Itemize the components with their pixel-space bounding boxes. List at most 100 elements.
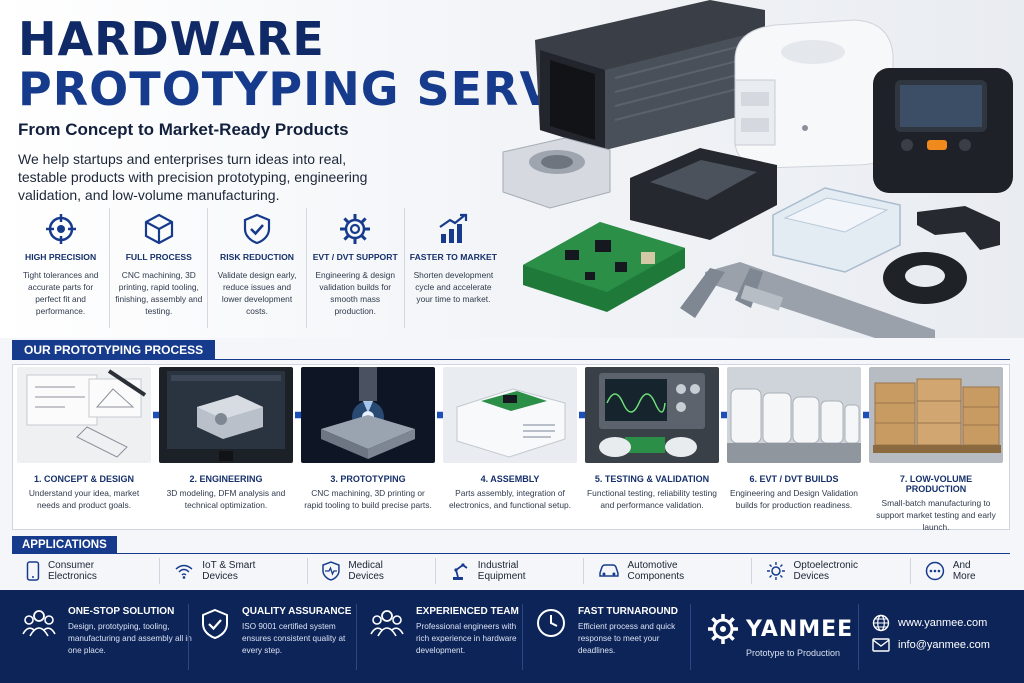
car-icon — [598, 564, 619, 577]
handheld-device-image — [873, 68, 1013, 193]
gear-logo-icon — [708, 614, 738, 644]
feature-high-precision: HIGH PRECISION Tight tolerances and accu… — [12, 208, 111, 328]
white-device-image — [734, 19, 894, 169]
gear-icon — [340, 214, 371, 244]
application-label: Automotive Components — [627, 560, 685, 582]
feature-evt-dvt: EVT / DVT SUPPORT Engineering & design v… — [307, 208, 405, 328]
step-title: 7. LOW-VOLUME PRODUCTION — [899, 474, 973, 494]
feature-full-process: FULL PROCESS CNC machining, 3D printing,… — [110, 208, 209, 328]
step-desc: Parts assembly, integration of electroni… — [449, 488, 571, 510]
footer-item-desc: ISO 9001 certified system ensures consis… — [242, 622, 346, 655]
more-icon — [925, 561, 945, 581]
team-icon — [370, 610, 404, 637]
step-desc: Functional testing, reliability testing … — [587, 488, 717, 510]
application-industrial: Industrial Equipment — [436, 558, 584, 584]
process-heading: OUR PROTOTYPING PROCESS — [12, 340, 216, 360]
application-label: And More — [952, 560, 976, 582]
footer-divider — [188, 604, 189, 670]
brand-name: YANMEE — [746, 616, 854, 642]
page-title-line2: PROTOTYPING SERVICE — [18, 62, 642, 116]
step-title: 3. PROTOTYPING — [330, 474, 406, 484]
cnc-machining-image — [301, 367, 435, 463]
footer-item-title: QUALITY ASSURANCE — [242, 606, 352, 617]
process-steps: 1. CONCEPT & DESIGN Understand your idea… — [12, 364, 1010, 533]
cube-icon — [144, 213, 173, 245]
step-desc: Small-batch manufacturing to support mar… — [876, 498, 996, 532]
feature-desc: Engineering & design validation builds f… — [315, 270, 396, 316]
feature-list: HIGH PRECISION Tight tolerances and accu… — [12, 208, 502, 328]
website-link[interactable]: www.yanmee.com — [872, 614, 987, 632]
process-step-low-volume: 7. LOW-VOLUME PRODUCTION Small-batch man… — [869, 367, 1003, 533]
step-desc: Understand your idea, market needs and p… — [28, 488, 140, 510]
footer-item-title: FAST TURNAROUND — [578, 606, 678, 617]
feature-desc: CNC machining, 3D printing, rapid toolin… — [115, 270, 203, 316]
process-step-evt-dvt: 6. EVT / DVT BUILDS Engineering and Desi… — [727, 367, 861, 511]
robot-arm-icon — [452, 563, 468, 580]
footer-experienced-team: EXPERIENCED TEAM Professional engineers … — [370, 606, 530, 657]
feature-desc: Validate design early, reduce issues and… — [217, 270, 297, 316]
footer: ONE-STOP SOLUTION Design, prototyping, t… — [0, 590, 1024, 683]
application-label: Medical Devices — [348, 560, 384, 582]
wifi-icon — [175, 564, 193, 579]
concept-sketch-image — [17, 367, 151, 463]
footer-one-stop: ONE-STOP SOLUTION Design, prototyping, t… — [22, 606, 192, 657]
carton-pallets-image — [869, 367, 1003, 463]
application-consumer-electronics: Consumer Electronics — [12, 558, 161, 584]
step-title: 2. ENGINEERING — [189, 474, 263, 484]
intro-text: We help startups and enterprises turn id… — [18, 151, 368, 203]
page-subtitle: From Concept to Market-Ready Products — [18, 120, 349, 139]
machined-block-image — [502, 137, 611, 209]
footer-quality: QUALITY ASSURANCE ISO 9001 certified sys… — [200, 606, 360, 657]
application-optoelectronic: Optoelectronic Devices — [752, 558, 911, 584]
sun-icon — [766, 562, 785, 580]
evt-dvt-units-image — [727, 367, 861, 463]
process-step-engineering: 2. ENGINEERING 3D modeling, DFM analysis… — [159, 367, 293, 511]
email-link[interactable]: info@yanmee.com — [872, 638, 990, 652]
footer-item-desc: Design, prototyping, tooling, manufactur… — [68, 622, 192, 655]
feature-title: HIGH PRECISION — [25, 252, 97, 262]
applications-list: Consumer Electronics IoT & Smart Devices… — [12, 556, 1010, 586]
mail-icon — [872, 638, 890, 652]
assembly-device-image — [443, 367, 577, 463]
footer-divider — [522, 604, 523, 670]
footer-item-title: ONE-STOP SOLUTION — [68, 606, 175, 617]
footer-item-desc: Professional engineers with rich experie… — [416, 622, 517, 655]
footer-divider — [356, 604, 357, 670]
process-step-assembly: 4. ASSEMBLY Parts assembly, integration … — [443, 367, 577, 511]
brand-tagline: Prototype to Production — [746, 648, 841, 658]
process-step-prototyping: 3. PROTOTYPING CNC machining, 3D printin… — [301, 367, 435, 511]
feature-title: RISK REDUCTION — [220, 252, 295, 262]
feature-title: FULL PROCESS — [125, 252, 192, 262]
feature-title: EVT / DVT SUPPORT — [312, 252, 398, 262]
website-text[interactable]: www.yanmee.com — [898, 617, 988, 629]
clock-icon — [537, 609, 565, 637]
footer-fast-turnaround: FAST TURNAROUND Efficient process and qu… — [536, 606, 694, 657]
email-text[interactable]: info@yanmee.com — [898, 639, 990, 651]
feature-desc: Shorten development cycle and accelerate… — [413, 270, 494, 304]
step-desc: CNC machining, 3D printing or rapid tool… — [304, 488, 432, 510]
applications-divider — [12, 553, 1010, 554]
clear-enclosure-image — [772, 187, 901, 273]
caliper-image — [680, 262, 935, 338]
application-label: IoT & Smart Devices — [202, 560, 256, 582]
step-title: 4. ASSEMBLY — [480, 474, 540, 484]
growth-chart-icon — [439, 213, 468, 243]
application-label: Consumer Electronics — [47, 560, 97, 582]
product-collage — [502, 0, 1013, 338]
pcb-board-image — [523, 222, 685, 312]
globe-icon — [872, 614, 890, 632]
feature-desc: Tight tolerances and accurate parts for … — [22, 270, 99, 316]
application-label: Industrial Equipment — [477, 560, 526, 582]
process-divider — [12, 359, 1010, 360]
feature-title: FASTER TO MARKET — [409, 252, 498, 262]
application-iot: IoT & Smart Devices — [160, 558, 309, 584]
application-medical: Medical Devices — [308, 558, 436, 584]
black-bracket-image — [883, 206, 1000, 304]
shield-check-icon — [243, 213, 271, 245]
crosshair-icon — [45, 214, 76, 244]
page-title-line1: HARDWARE — [18, 12, 325, 66]
process-step-testing: 5. TESTING & VALIDATION Functional testi… — [585, 367, 719, 511]
step-title: 1. CONCEPT & DESIGN — [33, 474, 134, 484]
feature-faster-to-market: FASTER TO MARKET Shorten development cyc… — [405, 208, 502, 328]
hero-section: HARDWARE PROTOTYPING SERVICE From Concep… — [0, 0, 1024, 338]
